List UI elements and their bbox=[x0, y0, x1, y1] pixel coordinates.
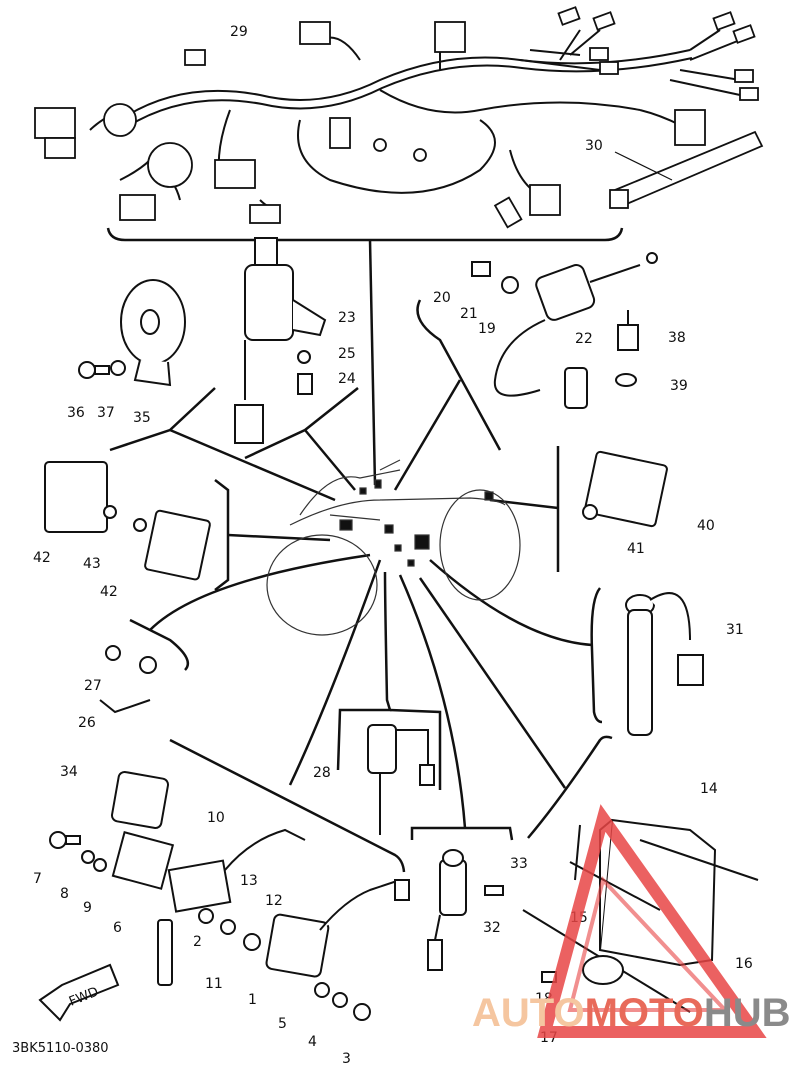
part-label-7: 7 bbox=[33, 871, 42, 887]
part-label-9: 9 bbox=[83, 900, 92, 916]
part-label-25: 25 bbox=[338, 346, 356, 362]
cable-tie bbox=[609, 130, 764, 209]
cdi-unit bbox=[265, 879, 410, 1021]
part-label-26: 26 bbox=[78, 715, 96, 731]
part-label-8: 8 bbox=[60, 886, 69, 902]
part-label-39: 39 bbox=[670, 378, 688, 394]
part-label-19: 19 bbox=[478, 321, 496, 337]
sensor-lead bbox=[367, 724, 435, 835]
part-label-38: 38 bbox=[668, 330, 686, 346]
part-label-35: 35 bbox=[133, 410, 151, 426]
frame-outline bbox=[266, 459, 521, 636]
part-label-1: 1 bbox=[248, 992, 257, 1008]
part-label-42a: 42 bbox=[33, 550, 51, 566]
neutral-switch bbox=[615, 310, 639, 387]
part-label-23: 23 bbox=[338, 310, 356, 326]
part-label-34: 34 bbox=[60, 764, 78, 780]
part-label-12: 12 bbox=[265, 893, 283, 909]
part-label-40: 40 bbox=[697, 518, 715, 534]
leader-lines bbox=[106, 227, 624, 873]
part-label-32: 32 bbox=[483, 920, 501, 936]
part-label-41: 41 bbox=[627, 541, 645, 557]
part-label-2: 2 bbox=[193, 934, 202, 950]
part-label-6: 6 bbox=[113, 920, 122, 936]
fuel-sender bbox=[625, 592, 704, 736]
watermark-text: AUTOMOTOHUB bbox=[472, 991, 791, 1035]
part-label-31: 31 bbox=[726, 622, 744, 638]
part-label-16: 16 bbox=[735, 956, 753, 972]
catalog-number: 3BK5110-0380 bbox=[12, 1041, 109, 1056]
part-label-42b: 42 bbox=[100, 584, 118, 600]
harness-connectors bbox=[34, 6, 759, 229]
watermark-logo: AUTOMOTOHUB bbox=[472, 804, 791, 1038]
part-label-28: 28 bbox=[313, 765, 331, 781]
watermark-part-moto: MOTO bbox=[585, 991, 704, 1035]
part-label-36: 36 bbox=[67, 405, 85, 421]
ignition-coil bbox=[471, 252, 658, 409]
bolt-nut bbox=[99, 645, 157, 714]
part-label-13: 13 bbox=[240, 873, 258, 889]
main-switch bbox=[234, 237, 327, 444]
part-label-27: 27 bbox=[84, 678, 102, 694]
part-label-11: 11 bbox=[205, 976, 223, 992]
part-label-21: 21 bbox=[460, 306, 478, 322]
flasher-relay bbox=[157, 828, 306, 986]
rectifier bbox=[49, 831, 175, 890]
reflector-left bbox=[44, 461, 211, 581]
watermark-part-auto: AUTO bbox=[472, 991, 585, 1035]
part-label-10: 10 bbox=[207, 810, 225, 826]
horn bbox=[78, 279, 186, 387]
part-label-37: 37 bbox=[97, 405, 115, 421]
part-label-24: 24 bbox=[338, 371, 356, 387]
part-label-14: 14 bbox=[700, 781, 718, 797]
part-label-30: 30 bbox=[585, 138, 603, 154]
fwd-arrow: FWD bbox=[38, 963, 120, 1022]
part-label-33: 33 bbox=[510, 856, 528, 872]
wire-harness bbox=[89, 29, 741, 211]
part-label-4: 4 bbox=[308, 1034, 317, 1050]
starter-switch bbox=[427, 849, 504, 971]
part-label-43: 43 bbox=[83, 556, 101, 572]
part-label-22: 22 bbox=[575, 331, 593, 347]
relay bbox=[110, 770, 170, 830]
watermark-part-hub: HUB bbox=[704, 991, 791, 1035]
reflector-right bbox=[582, 450, 668, 528]
part-label-20: 20 bbox=[433, 290, 451, 306]
part-label-3: 3 bbox=[342, 1051, 351, 1067]
part-label-5: 5 bbox=[278, 1016, 287, 1032]
part-label-29: 29 bbox=[230, 24, 248, 40]
